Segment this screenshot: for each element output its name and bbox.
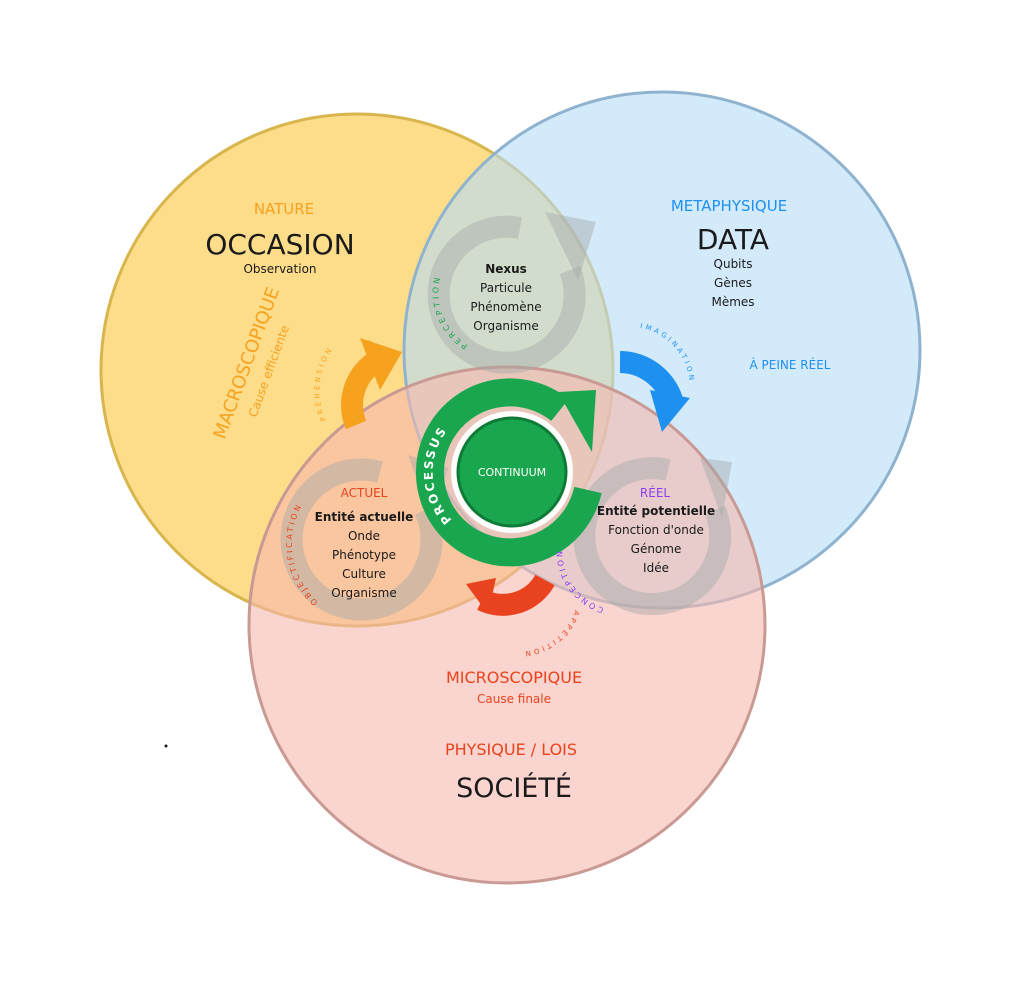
reel-item: Fonction d'onde [608, 523, 704, 537]
nexus-cycle-arrow-icon [427, 215, 586, 374]
societe-category: PHYSIQUE / LOIS [445, 740, 577, 759]
actuel-item: Culture [342, 567, 386, 581]
reel-heading: RÉEL [640, 485, 671, 500]
societe-title: SOCIÉTÉ [456, 772, 572, 804]
societe-cause: Cause finale [477, 692, 551, 706]
meta-item: Qubits [714, 257, 753, 271]
nexus-item: Organisme [473, 319, 538, 333]
nature-title: OCCASION [205, 228, 354, 261]
circle-societe [247, 365, 767, 885]
nexus-item: Nexus [485, 262, 527, 276]
actuel-cycle-arrow-icon [280, 458, 443, 621]
dot-mark [164, 744, 168, 748]
meta-category: METAPHYSIQUE [671, 197, 787, 215]
meta-note: À PEINE RÉEL [750, 357, 831, 372]
reel-arrowhead-icon [700, 458, 732, 518]
appetition-arrow-icon [466, 574, 555, 616]
continuum-core [456, 416, 568, 528]
actuel-item: Organisme [331, 586, 396, 600]
actuel-item: Phénotype [332, 548, 396, 562]
actuel-item: Entité actuelle [315, 510, 414, 524]
actuel-heading: ACTUEL [341, 486, 388, 500]
prehension-arrow-icon [341, 338, 402, 430]
reel-item: Idée [643, 561, 669, 575]
actuel-item: Onde [348, 529, 380, 543]
continuum-label: CONTINUUM [478, 466, 546, 479]
reel-item: Entité potentielle [597, 504, 715, 518]
imagination-arrow-icon [619, 351, 690, 432]
nature-category: NATURE [254, 200, 314, 218]
meta-item: Gènes [714, 276, 752, 290]
processus-arrow-icon [415, 378, 602, 567]
meta-item: Mèmes [711, 295, 754, 309]
nexus-arrowhead-icon [545, 212, 596, 280]
reel-cycle-arrow-icon [573, 457, 732, 616]
reel-item: Génome [631, 542, 682, 556]
nexus-item: Phénomène [470, 300, 541, 314]
societe-scale: MICROSCOPIQUE [446, 668, 582, 687]
meta-title: DATA [697, 223, 769, 256]
nature-subtitle: Observation [243, 262, 316, 276]
nexus-item: Particule [480, 281, 532, 295]
